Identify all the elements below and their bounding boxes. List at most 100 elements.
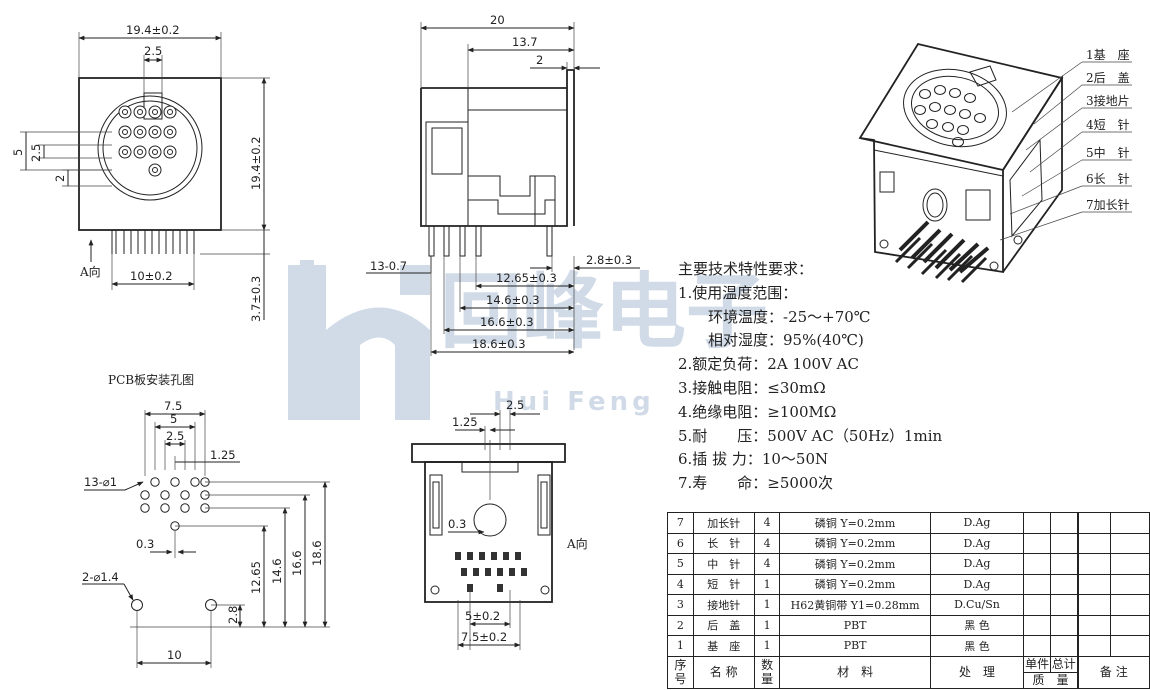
iso-pin-hole [919, 89, 931, 99]
bom-cell-no: 3 [667, 594, 694, 616]
bom-header-remark: 备 注 [1077, 655, 1150, 689]
watermark-en: Hui Feng [493, 387, 655, 417]
bom-cell-total-mass [1049, 573, 1078, 595]
pcb-right-dim-5: 2.8 [226, 606, 240, 624]
bom-cell-name: 后 盖 [692, 614, 755, 636]
iso-pin-hole [964, 93, 976, 103]
view-a-top-dim-1: 2.5 [506, 398, 524, 412]
socket-pin [122, 109, 128, 115]
iso-pin-hole [942, 122, 954, 132]
pcb-top-dim-4: 1.25 [210, 448, 236, 462]
specs-life: 7.寿 命：≥5000次 [678, 474, 834, 493]
bom-header-mass: 单件 总计 质 量 [1023, 655, 1078, 689]
callout-5: 5中 针 [1086, 145, 1130, 160]
pcb-mount-label: 2-⌀1.4 [82, 570, 119, 584]
bom-header: 序 号 名 称 数 量 材 料 处 理 单件 总计 质 量 备 注 [667, 655, 1150, 689]
side-view: 20 13.7 2 13-0.7 2.8±0.3 12.65±0.3 14.6±… [366, 13, 640, 356]
bom-cell-remark-a [1077, 635, 1112, 657]
specs-force: 6.插 拔 力：10～50N [678, 450, 829, 469]
bom-cell-remark-a [1077, 614, 1112, 636]
pcb-top-dim-1: 7.5 [164, 399, 182, 413]
pcb-bottom-dim: 10 [167, 648, 182, 662]
view-a-pin [467, 552, 473, 560]
bom-cell-total-mass [1049, 512, 1078, 534]
bom-cell-remark-b [1110, 614, 1150, 636]
view-a-pin [497, 584, 503, 592]
specs-contact-res: 3.接触电阻：≤30mΩ [678, 378, 826, 397]
socket-pin-hole [163, 145, 177, 159]
pcb-right-dim-1: 12.65 [249, 561, 263, 594]
view-a-top-dim-2: 1.25 [452, 415, 478, 429]
bom-cell-treatment: 黑 色 [929, 614, 1025, 636]
bom-cell-total-mass [1049, 532, 1078, 554]
pcb-pin-hole [190, 477, 200, 487]
iso-pin-hole [926, 119, 938, 129]
bom-cell-remark-a [1077, 553, 1112, 575]
iso-pin-hole [914, 105, 926, 115]
bom-cell-remark-b [1110, 594, 1150, 616]
front-left-dim-3: 2 [53, 175, 67, 182]
view-a-pin [509, 568, 515, 576]
specs-ambient-temp: 环境温度：-25～+70℃ [708, 307, 871, 326]
side-pin-dim-1: 12.65±0.3 [496, 271, 557, 285]
pcb-pin-hole [140, 490, 150, 500]
pcb-pin-hole [150, 477, 160, 487]
bom-header-total: 总计 [1051, 656, 1076, 671]
socket-pin-hole [148, 163, 162, 177]
view-a-pin [503, 552, 509, 560]
bom-cell-qty: 4 [753, 532, 781, 554]
bom-cell-remark-a [1077, 594, 1112, 616]
bom-cell-unit-mass [1023, 512, 1051, 534]
pcb-pin-hole [140, 503, 150, 513]
bom-cell-unit-mass [1023, 594, 1051, 616]
bom-header-no: 序 号 [667, 655, 694, 689]
bom-cell-material: 磷铜 Y=0.2mm [779, 512, 931, 534]
front-width-dim: 19.4±0.2 [126, 23, 180, 37]
pcb-pitch-dim: 0.3 [136, 537, 154, 551]
watermark: 回峰电子 Hui Feng [288, 260, 768, 420]
bom-cell-unit-mass [1023, 532, 1051, 554]
bom-cell-remark-b [1110, 635, 1150, 657]
front-pin-span-dim: 10±0.2 [130, 269, 173, 283]
socket-pin [152, 129, 158, 135]
bom-cell-qty: 1 [753, 635, 781, 657]
front-left-dim-1: 5 [11, 149, 25, 156]
iso-pin-hole [952, 137, 964, 147]
bom-cell-total-mass [1049, 553, 1078, 575]
side-pin-dim-4: 18.6±0.3 [472, 337, 526, 351]
pcb-top-dim-3: 2.5 [166, 429, 184, 443]
side-pins-label: 13-0.7 [370, 259, 407, 273]
bom-cell-qty: 4 [753, 553, 781, 575]
socket-pin [137, 109, 143, 115]
iso-pin-hole [934, 85, 946, 95]
view-a-pin [515, 552, 521, 560]
bom-cell-treatment: 黑 色 [929, 635, 1025, 657]
pcb-right-dim-4: 18.6 [310, 540, 324, 566]
bom-header-mass-label: 质 量 [1032, 672, 1069, 687]
bom-cell-material: PBT [779, 614, 931, 636]
bom-cell-name: 接地针 [692, 594, 755, 616]
bom-cell-remark-b [1110, 512, 1150, 534]
front-left-dim-2: 2.5 [29, 144, 43, 162]
bom-header-unit: 单件 [1025, 656, 1051, 672]
view-a-pin [461, 568, 467, 576]
callout-7: 7加长针 [1086, 197, 1130, 212]
pcb-pin-hole [160, 503, 170, 513]
view-a-pin [491, 552, 497, 560]
socket-pin [137, 129, 143, 135]
bom-cell-name: 短 针 [692, 573, 755, 595]
front-view: 19.4±0.2 2.5 19.4±0.2 3.7±0.3 5 2.5 2 10… [11, 23, 270, 322]
bom-cell-qty: 1 [753, 573, 781, 595]
view-a-pin [497, 568, 503, 576]
bom-cell-total-mass [1049, 594, 1078, 616]
bom-cell-name: 基 座 [692, 635, 755, 657]
iso-pin-hole [974, 113, 986, 123]
socket-pin-hole [148, 145, 162, 159]
